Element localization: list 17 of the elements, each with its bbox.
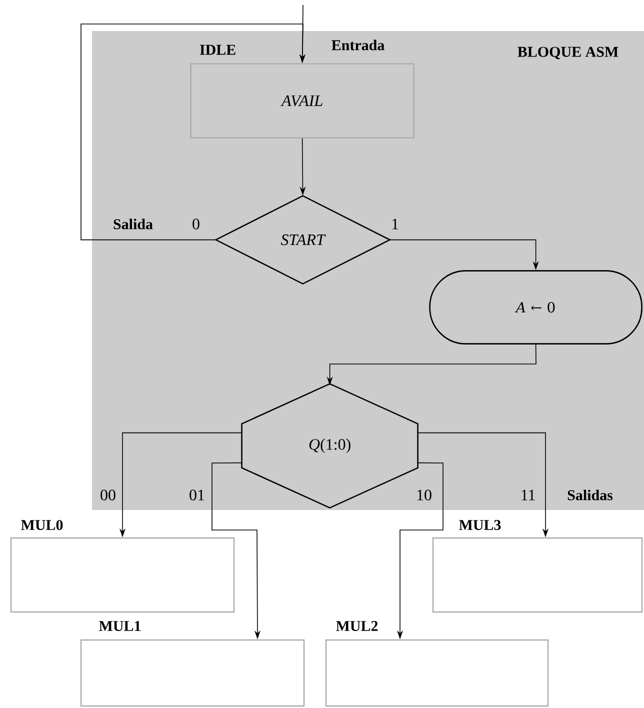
output-label: Salidas (568, 490, 613, 500)
edge-label: 10 (417, 490, 432, 500)
decision-hexagon: Q(1:0) (241, 383, 418, 509)
edge-label: 11 (522, 490, 535, 500)
arrow (80, 24, 306, 240)
state-box: AVAIL (190, 63, 414, 138)
edge-label: 00 (100, 490, 116, 500)
edge-label: 01 (190, 490, 204, 500)
state-name: MUL2 (336, 620, 378, 632)
state-name: MUL0 (21, 520, 63, 530)
edge-label: Entrada (332, 40, 384, 50)
state-name: MUL3 (459, 520, 501, 530)
output-label: Salida (114, 218, 153, 230)
state-name: MUL1 (99, 621, 140, 632)
state-name: IDLE (200, 44, 236, 55)
edge-label: 1 (392, 218, 398, 230)
edge-label: 0 (192, 218, 200, 230)
